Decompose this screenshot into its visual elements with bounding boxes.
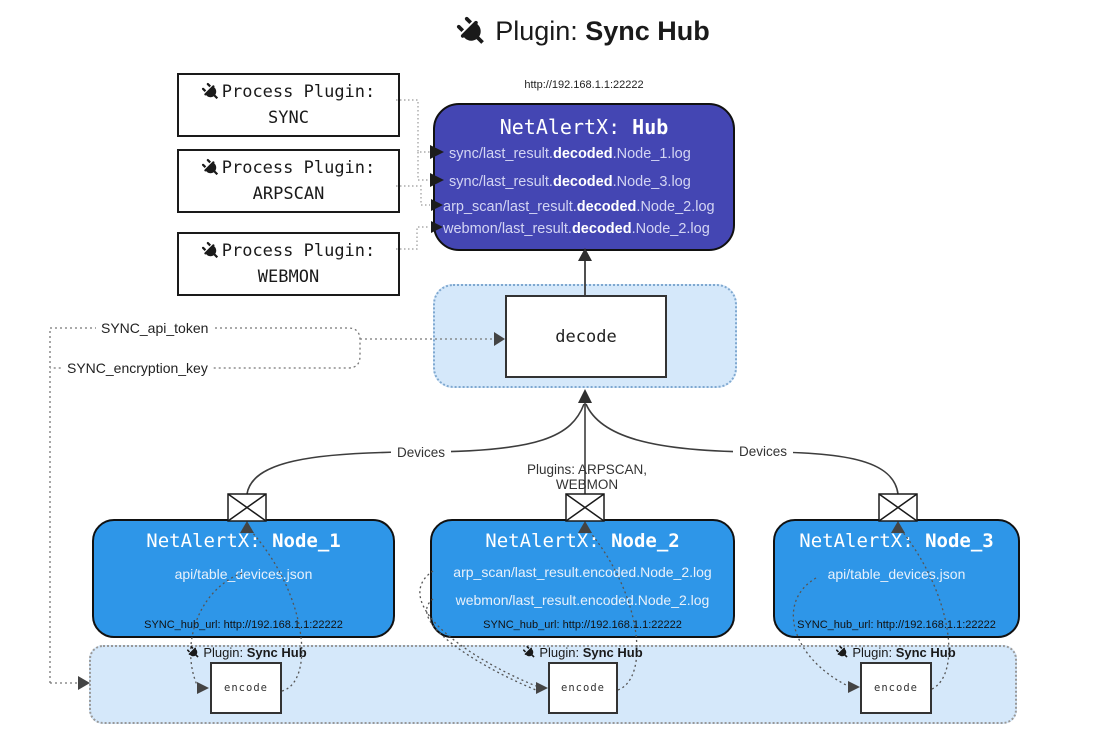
node-hub-url: SYNC_hub_url: http://192.168.1.1:22222	[797, 619, 996, 631]
log-pre: arp_scan/last_result.	[443, 199, 577, 215]
plug-icon	[836, 645, 849, 659]
hub-title-bold: Hub	[632, 115, 669, 139]
log-pre: sync/last_result.	[449, 146, 553, 162]
node3-box: NetAlertX: Node_3 api/table_devices.json…	[773, 519, 1020, 638]
log-pre: webmon/last_result.	[443, 221, 572, 237]
log-bold: decoded	[571, 221, 632, 237]
arrowhead	[578, 389, 592, 403]
process-plugin-arpscan-box: Process Plugin: ARPSCAN	[177, 149, 400, 213]
log-bold: decoded	[576, 199, 637, 215]
envelope-icons	[227, 493, 918, 522]
plug-icon	[201, 82, 220, 101]
hub-box: NetAlertX: Hub sync/last_result.decoded.…	[433, 103, 735, 251]
arpscan-plugin-line	[396, 185, 430, 206]
node-title-prefix: NetAlertX:	[799, 530, 926, 552]
log-post: .Node_2.log	[631, 221, 710, 237]
encode3-box: encode	[860, 662, 932, 714]
envelope-icon	[878, 493, 918, 522]
node-title-prefix: NetAlertX:	[485, 530, 612, 552]
node-file: api/table_devices.json	[174, 566, 313, 582]
encoder3-label: Plugin: Sync Hub	[816, 645, 976, 660]
process-plugin-sync-box: Process Plugin: SYNC	[177, 73, 400, 137]
encoder1-label: Plugin: Sync Hub	[167, 645, 327, 660]
edge-label-plugins: Plugins: ARPSCAN, WEBMON	[526, 462, 648, 492]
node-title: NetAlertX: Node_2	[432, 530, 733, 552]
sync-plugin-line-1	[396, 99, 430, 153]
node-hub-url: SYNC_hub_url: http://192.168.1.1:22222	[483, 619, 682, 631]
plug-icon	[201, 241, 220, 260]
encoder-label-bold: Sync Hub	[246, 645, 307, 660]
encoder-label-prefix: Plugin:	[203, 645, 247, 660]
hub-log-line: sync/last_result.decoded.Node_3.log	[449, 174, 729, 190]
hub-title-prefix: NetAlertX:	[499, 115, 633, 139]
plug-icon	[201, 158, 220, 177]
plug-icon	[523, 645, 536, 659]
encoder2-label: Plugin: Sync Hub	[503, 645, 663, 660]
node-title-bold: Node_3	[925, 530, 994, 552]
process-plugin-webmon-box: Process Plugin: WEBMON	[177, 232, 400, 296]
encoder-label-text: Plugin: Sync Hub	[539, 645, 642, 660]
node-file: api/table_devices.json	[827, 566, 966, 582]
process-plugin-label: Process Plugin:	[221, 241, 376, 261]
hub-log-line: sync/last_result.decoded.Node_1.log	[449, 146, 729, 162]
sync-plugin-line-2	[417, 152, 430, 181]
encoder-label-prefix: Plugin:	[852, 645, 896, 660]
process-plugin-name: WEBMON	[257, 267, 320, 287]
webmon-plugin-line	[396, 226, 430, 250]
encoder-label-text: Plugin: Sync Hub	[203, 645, 306, 660]
sync-encryption-key-label: SYNC_encryption_key	[62, 360, 213, 376]
encoder-label-bold: Sync Hub	[582, 645, 643, 660]
hub-log-line: webmon/last_result.decoded.Node_2.log	[443, 221, 723, 237]
log-post: .Node_2.log	[636, 199, 715, 215]
encoder-label-bold: Sync Hub	[895, 645, 956, 660]
node2-box: NetAlertX: Node_2 arp_scan/last_result.e…	[430, 519, 735, 638]
envelope-icon	[227, 493, 267, 522]
envelope-icon	[565, 493, 605, 522]
process-plugin-label: Process Plugin:	[221, 82, 376, 102]
log-pre: sync/last_result.	[449, 174, 553, 190]
encoder-label-prefix: Plugin:	[539, 645, 583, 660]
title-text: Plugin: Sync Hub	[495, 16, 710, 47]
node-hub-url: SYNC_hub_url: http://192.168.1.1:22222	[144, 619, 343, 631]
node-title-bold: Node_2	[611, 530, 680, 552]
decode-box: decode	[505, 295, 667, 378]
process-plugin-name: SYNC	[268, 108, 309, 128]
hub-title: NetAlertX: Hub	[435, 115, 733, 139]
log-bold: decoded	[552, 146, 613, 162]
encoder-label-text: Plugin: Sync Hub	[852, 645, 955, 660]
node-title: NetAlertX: Node_1	[94, 530, 393, 552]
plug-icon	[457, 16, 487, 47]
log-post: .Node_3.log	[612, 174, 691, 190]
edge-label-devices-right: Devices	[733, 444, 793, 459]
node-file: arp_scan/last_result.encoded.Node_2.log	[453, 564, 712, 580]
node-file: webmon/last_result.encoded.Node_2.log	[455, 592, 710, 608]
title-prefix: Plugin:	[495, 16, 586, 46]
title-bold: Sync Hub	[585, 16, 710, 46]
encode1-box: encode	[210, 662, 282, 714]
sync-api-token-label: SYNC_api_token	[96, 320, 214, 336]
log-post: .Node_1.log	[612, 146, 691, 162]
page-title: Plugin: Sync Hub	[50, 16, 1117, 47]
process-plugin-name: ARPSCAN	[252, 184, 325, 204]
node-title: NetAlertX: Node_3	[775, 530, 1018, 552]
process-plugin-label: Process Plugin:	[221, 158, 376, 178]
log-bold: decoded	[552, 174, 613, 190]
encode2-box: encode	[548, 662, 618, 714]
node-title-prefix: NetAlertX:	[146, 530, 273, 552]
edge-label-devices-left: Devices	[391, 445, 451, 460]
hub-url-label: http://192.168.1.1:22222	[524, 79, 644, 91]
node-title-bold: Node_1	[272, 530, 341, 552]
hub-log-line: arp_scan/last_result.decoded.Node_2.log	[443, 199, 723, 215]
plug-icon	[187, 645, 200, 659]
node1-box: NetAlertX: Node_1 api/table_devices.json…	[92, 519, 395, 638]
